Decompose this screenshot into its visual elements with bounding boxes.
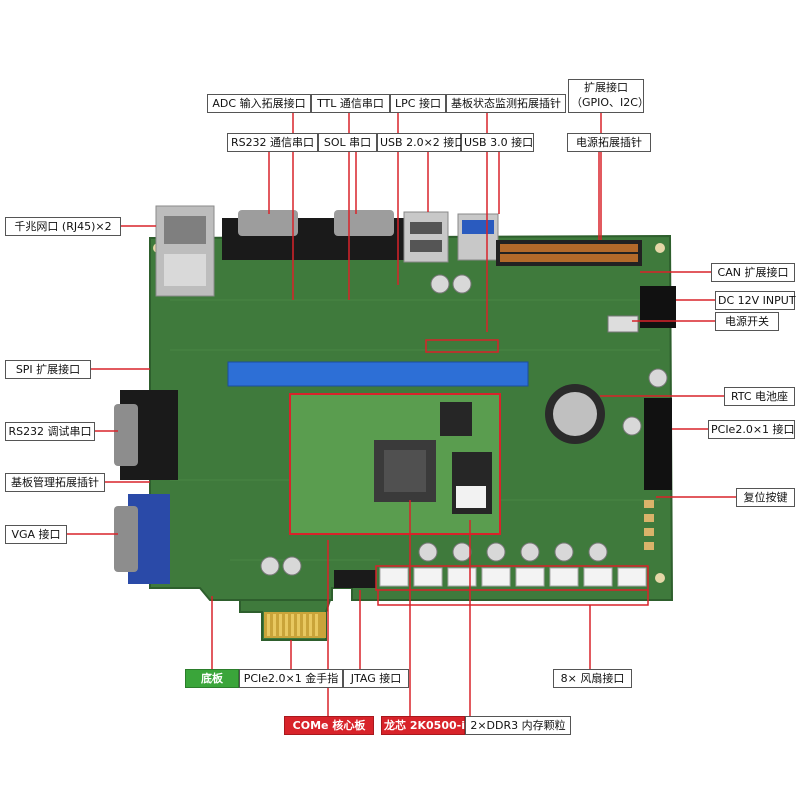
label-rs232-comm: RS232 通信串口 — [227, 133, 318, 152]
label-can: CAN 扩展接口 — [711, 263, 795, 282]
label-board-monitor-header: 基板状态监测拓展插针 — [446, 94, 566, 113]
label-usb3: USB 3.0 接口 — [461, 133, 534, 152]
label-adc-header: ADC 输入拓展接口 — [207, 94, 311, 113]
callout-boxes — [375, 339, 649, 591]
capacitors — [260, 274, 668, 576]
label-vga: VGA 接口 — [5, 525, 67, 544]
vga-connector — [114, 494, 170, 584]
label-ddr3: 2×DDR3 内存颗粒 — [465, 716, 571, 735]
jtag-header-shape — [334, 570, 376, 588]
label-jtag: JTAG 接口 — [343, 669, 409, 688]
reset-buttons — [644, 500, 654, 550]
label-power-switch: 电源开关 — [715, 312, 779, 331]
label-sol-serial: SOL 串口 — [318, 133, 377, 152]
rj45-ports — [155, 205, 215, 297]
power-header-strip — [496, 240, 642, 266]
label-gigabit-ethernet: 千兆网口 (RJ45)×2 — [5, 217, 121, 236]
label-gold-finger: PCIe2.0×1 金手指 — [239, 669, 343, 688]
usb-ports — [403, 211, 499, 263]
label-come-core: COMe 核心板 — [284, 716, 374, 735]
rtc-battery — [545, 384, 605, 444]
serial-connectors-top — [222, 210, 414, 260]
label-cpu: 龙芯 2K0500-i — [381, 716, 465, 735]
label-lpc: LPC 接口 — [390, 94, 446, 113]
label-spi: SPI 扩展接口 — [5, 360, 91, 379]
label-usb2: USB 2.0×2 接口 — [377, 133, 465, 152]
gold-finger-connector — [264, 612, 326, 638]
label-mgmt-header: 基板管理拓展插针 — [5, 473, 105, 492]
label-fan-connectors: 8× 风扇接口 — [553, 669, 632, 688]
label-reset: 复位按键 — [736, 488, 795, 507]
label-expansion-line2: （GPIO、I2C） — [571, 96, 649, 109]
fan-connectors — [379, 567, 647, 587]
pcie-slot-shape — [644, 398, 672, 490]
label-expansion-line1: 扩展接口 — [584, 81, 628, 94]
label-dc-input: DC 12V INPUT — [715, 291, 796, 310]
label-rtc: RTC 电池座 — [724, 387, 795, 406]
come-core-module — [289, 393, 501, 535]
label-power-header: 电源拓展插针 — [567, 133, 651, 152]
rs232-debug-connector — [114, 390, 178, 480]
terminal-blocks — [227, 361, 529, 387]
label-baseboard: 底板 — [185, 669, 239, 688]
label-ttl-serial: TTL 通信串口 — [311, 94, 390, 113]
label-rs232-debug: RS232 调试串口 — [5, 422, 95, 441]
label-pcie-slot: PCIe2.0×1 接口 — [708, 420, 795, 439]
label-expansion-gpio-i2c: 扩展接口 （GPIO、I2C） — [568, 79, 649, 113]
